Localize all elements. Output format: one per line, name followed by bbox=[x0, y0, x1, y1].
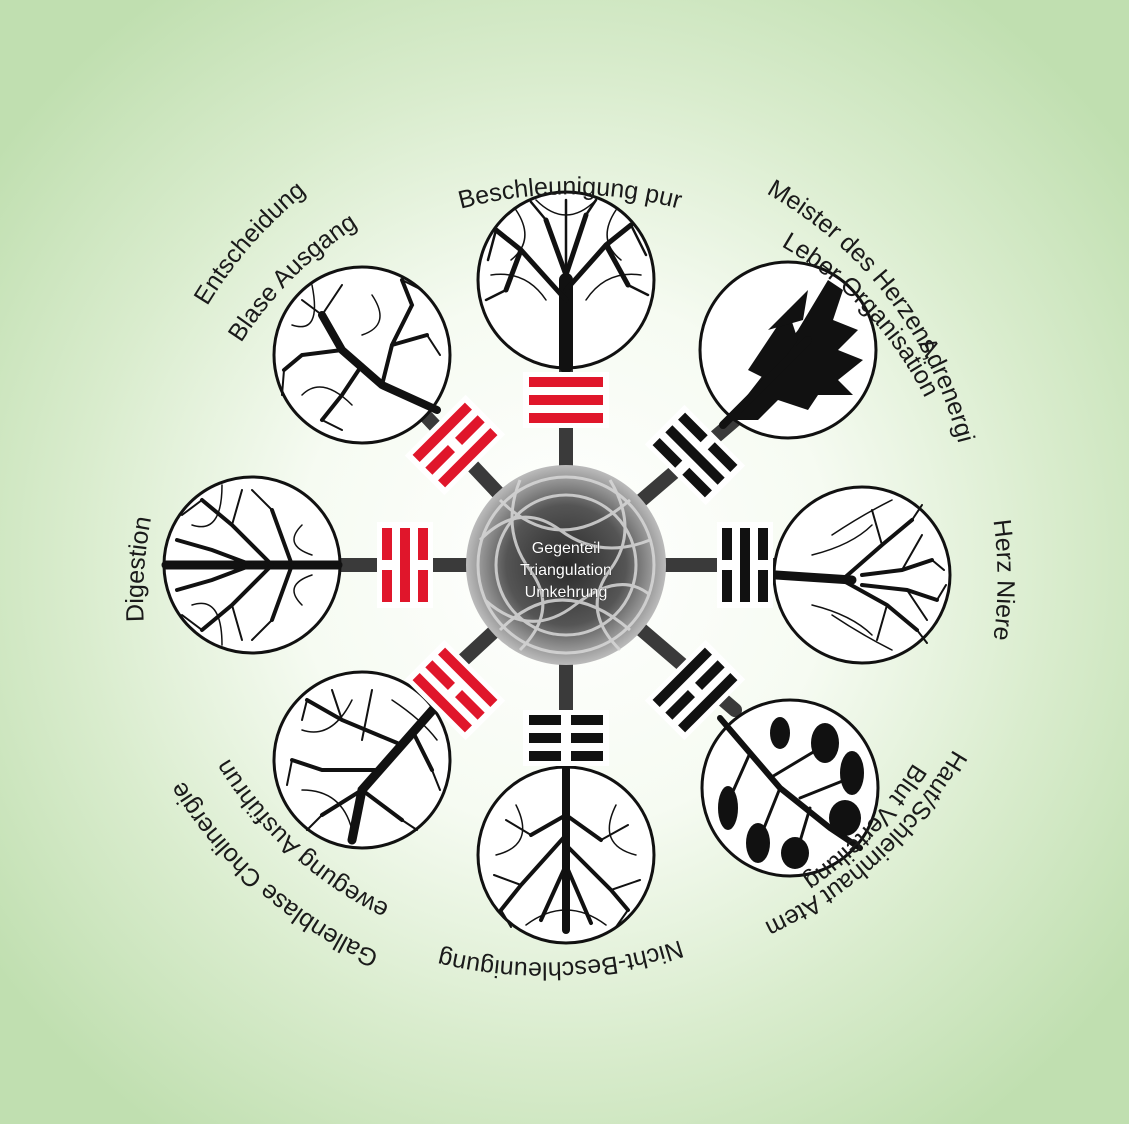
trigram-bottom-line-0-0 bbox=[571, 751, 603, 761]
trigram-top-line-1 bbox=[529, 395, 603, 405]
sideways-tree-icon bbox=[774, 487, 950, 663]
trigram-top-line-2 bbox=[529, 413, 603, 423]
root-tree-icon bbox=[164, 477, 340, 653]
trigram-left-line-1 bbox=[400, 528, 410, 602]
center-line-1: Gegenteil bbox=[532, 540, 601, 557]
center-hub: Gegenteil Triangulation Umkehrung bbox=[466, 465, 666, 665]
trigram-left bbox=[377, 522, 433, 608]
trigram-bottom-line-2-0 bbox=[571, 715, 603, 725]
twisted-branch-tree-icon bbox=[274, 267, 450, 443]
broad-oak-tree-icon bbox=[478, 192, 654, 368]
trigram-top-line-0 bbox=[529, 377, 603, 387]
trigram-bottom-line-1-0 bbox=[571, 733, 603, 743]
trigram-right-line-2-0 bbox=[722, 528, 732, 560]
trigram-right-line-1 bbox=[740, 528, 750, 602]
trigram-left-line-0-0 bbox=[382, 570, 392, 602]
inverted-tree-icon bbox=[478, 767, 654, 943]
spreading-tree-icon bbox=[274, 672, 450, 848]
trigram-left-line-2-0 bbox=[418, 570, 428, 602]
trigram-top bbox=[523, 372, 609, 428]
trigram-left-line-0-1 bbox=[382, 528, 392, 560]
trigram-left-line-2-1 bbox=[418, 528, 428, 560]
center-line-2: Triangulation bbox=[520, 562, 612, 579]
trigram-bottom-line-2-1 bbox=[529, 715, 561, 725]
trigram-right bbox=[717, 522, 773, 608]
trigram-bottom-line-1-1 bbox=[529, 733, 561, 743]
trigram-bottom-line-0-1 bbox=[529, 751, 561, 761]
trigram-right-line-0-1 bbox=[758, 570, 768, 602]
trigram-right-line-0-0 bbox=[758, 528, 768, 560]
center-line-3: Umkehrung bbox=[525, 584, 608, 601]
trigram-bottom bbox=[523, 710, 609, 766]
trigram-right-line-2-1 bbox=[722, 570, 732, 602]
